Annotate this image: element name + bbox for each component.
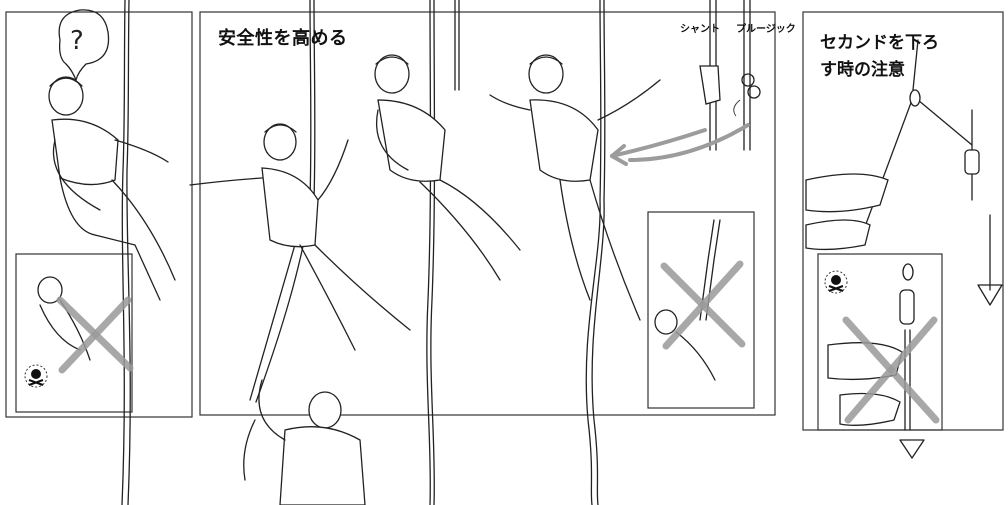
climber-figure-3 <box>374 54 521 281</box>
climber-figure-1 <box>48 76 176 301</box>
thought-bubble-text: ? <box>70 26 84 56</box>
climber-figure-2 <box>189 123 411 351</box>
pointer-arrow-1 <box>610 128 707 158</box>
left-inset-frame <box>15 253 133 413</box>
side-title: セカンドを下ろす時の注意 <box>820 33 939 80</box>
right-inset-illustration <box>827 263 940 459</box>
pointer-arrow-head <box>610 144 628 166</box>
main-panel-frame <box>199 11 776 416</box>
ropes <box>121 0 751 505</box>
right-panel-illustration <box>805 39 1003 306</box>
gear-label-prusik: プルージック <box>736 24 796 35</box>
main-inset-frame <box>647 211 755 409</box>
gear-label-shunt: シャント <box>680 24 720 35</box>
skull-crossbones-icon <box>24 364 48 388</box>
thought-bubble <box>58 9 110 81</box>
pointer-arrow-2 <box>628 123 750 162</box>
right-inset-frame <box>817 253 943 431</box>
skull-crossbones-icon <box>824 270 848 294</box>
main-title: 安全性を高める <box>218 28 348 49</box>
left-panel-frame <box>5 11 193 418</box>
gear-detail <box>699 65 761 117</box>
climber-figure-4 <box>489 54 661 321</box>
main-inset-illustration <box>654 219 746 381</box>
belayer-figure <box>243 379 366 505</box>
left-inset-illustration <box>37 276 134 374</box>
down-arrow-icon <box>977 284 1003 306</box>
